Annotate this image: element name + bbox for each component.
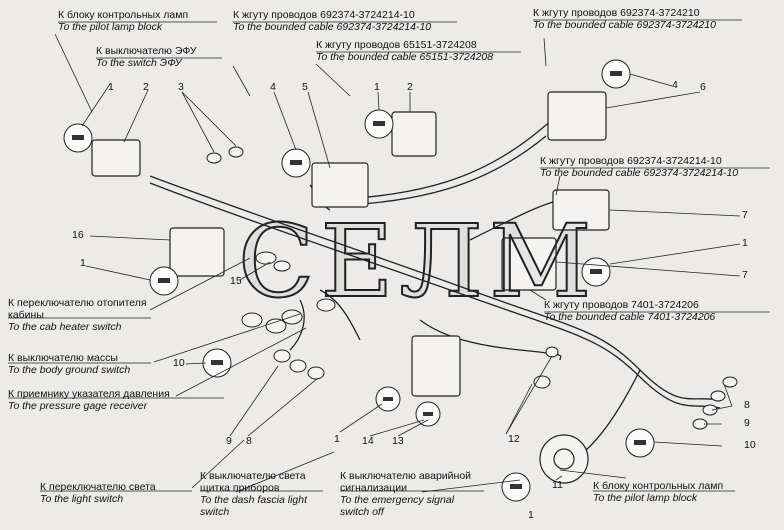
- connector-5: [311, 162, 369, 208]
- callout-number: 7: [742, 269, 748, 281]
- connector-2-center: [391, 111, 437, 157]
- callout-number: 10: [744, 439, 756, 451]
- callout-number: 5: [302, 81, 308, 93]
- connector-diag: [411, 335, 461, 397]
- callout-number: 12: [508, 433, 520, 445]
- callout-number: 9: [744, 417, 750, 429]
- connector-11-inner: [553, 448, 575, 470]
- callout-number: 9: [226, 435, 232, 447]
- selm-watermark: СЕЛМ: [237, 203, 598, 320]
- callout-number: 1: [374, 81, 380, 93]
- connector-2-left: [91, 139, 141, 177]
- callout-number: 14: [362, 435, 374, 447]
- callout-number: 1: [334, 433, 340, 445]
- callout-number: 13: [392, 435, 404, 447]
- callout-number: 1: [528, 509, 534, 521]
- lower-bundle: [319, 289, 361, 341]
- connector-7-lower: [501, 237, 557, 291]
- callout-number: 1: [80, 257, 86, 269]
- callout-number: 7: [742, 209, 748, 221]
- connector-6: [547, 91, 607, 141]
- callout-number: 2: [407, 81, 413, 93]
- callout-number: 8: [246, 435, 252, 447]
- callout-number: 2: [143, 81, 149, 93]
- callout-number: 8: [744, 399, 750, 411]
- callout-number: 1: [742, 237, 748, 249]
- ring-branch: [419, 319, 562, 361]
- callout-number: 15: [230, 275, 242, 287]
- callout-number: 4: [270, 81, 276, 93]
- callout-number: 4: [672, 79, 678, 91]
- connector-16: [169, 227, 225, 277]
- main-harness-trunk: [149, 175, 721, 401]
- callout-number: 3: [178, 81, 184, 93]
- callout-number: 16: [72, 229, 84, 241]
- callout-number: 11: [552, 479, 563, 491]
- lower-bundle-2: [289, 299, 305, 351]
- connector-7-upper: [552, 189, 610, 231]
- callout-number: 1: [108, 81, 114, 93]
- main-harness-trunk-edge: [149, 182, 721, 409]
- callout-number: 6: [700, 81, 706, 93]
- callout-number: 10: [173, 357, 185, 369]
